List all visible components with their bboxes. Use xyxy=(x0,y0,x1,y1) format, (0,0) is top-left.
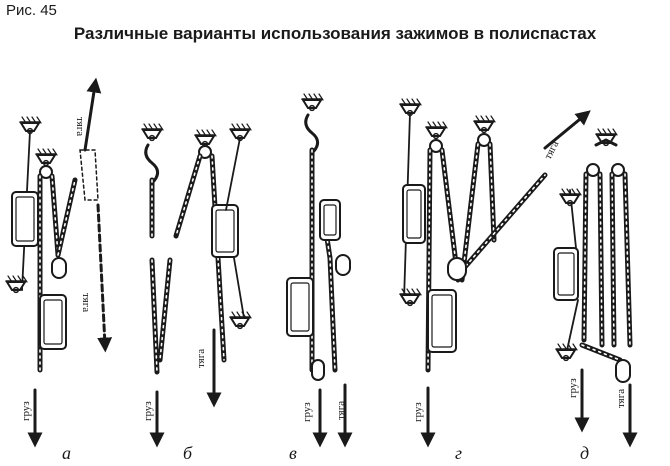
carabiner-v xyxy=(311,359,325,381)
knot-b xyxy=(144,143,159,183)
anchor-a1 xyxy=(19,122,41,132)
clamp-g1 xyxy=(402,184,426,244)
label-load-b: груз xyxy=(142,401,154,421)
hook-d xyxy=(594,138,618,147)
anchor-g3 xyxy=(473,121,495,131)
label-pull-b: тяга xyxy=(195,349,207,368)
carabiner-v2 xyxy=(335,254,351,276)
svg-text:груз: груз xyxy=(412,402,424,422)
svg-text:тяга: тяга xyxy=(195,349,207,368)
label-load-v: груз xyxy=(301,402,313,422)
label-load-g: груз xyxy=(412,402,424,422)
label-load-d: груз xyxy=(567,378,579,398)
anchor-g2 xyxy=(425,127,447,137)
clamp-b xyxy=(211,204,239,258)
anchor-a2 xyxy=(35,154,57,164)
svg-text:груз: груз xyxy=(142,401,154,421)
svg-text:тяга: тяга xyxy=(80,293,92,312)
label-pull-a1: тяга xyxy=(74,117,86,136)
anchor-b3 xyxy=(229,129,251,139)
svg-text:тяга: тяга xyxy=(542,139,561,162)
anchor-b4 xyxy=(229,317,251,327)
svg-text:тяга: тяга xyxy=(615,389,627,408)
figure-number: Рис. 45 xyxy=(6,2,57,19)
label-pull-a2: тяга xyxy=(80,293,92,312)
knot-v xyxy=(304,113,319,153)
anchor-d2 xyxy=(559,194,581,204)
panel-letter-b: б xyxy=(183,443,193,463)
pulley-g2 xyxy=(477,133,491,147)
svg-text:груз: груз xyxy=(301,402,313,422)
clamp-a2 xyxy=(39,294,67,350)
label-pull-v: тяга xyxy=(335,401,347,420)
clamp-v1 xyxy=(319,199,341,241)
svg-text:груз: груз xyxy=(567,378,579,398)
pulley-d2 xyxy=(611,163,625,177)
panel-letter-a: а xyxy=(62,443,71,463)
svg-text:груз: груз xyxy=(20,401,32,421)
clamp-a1 xyxy=(11,191,39,247)
svg-text:тяга: тяга xyxy=(335,401,347,420)
pull-arrow-a2 xyxy=(96,203,113,353)
carabiner-a xyxy=(51,257,67,279)
anchor-a3 xyxy=(5,281,27,291)
panel-letter-g: г xyxy=(455,443,462,463)
label-load-a: груз xyxy=(20,401,32,421)
anchor-v1 xyxy=(301,99,323,109)
clamp-v2 xyxy=(286,277,314,337)
panel-letter-d: д xyxy=(580,443,589,463)
label-pull-g: тяга xyxy=(542,139,561,162)
anchor-g1 xyxy=(399,104,421,114)
anchor-g4 xyxy=(399,294,421,304)
anchor-b2 xyxy=(194,135,216,145)
figure-title: Различные варианты использования зажимов… xyxy=(73,24,597,43)
anchor-b1 xyxy=(141,129,163,139)
pulley-g1 xyxy=(429,139,443,153)
pulley-d1 xyxy=(586,163,600,177)
pull-arrow-g xyxy=(543,110,591,150)
pulley-a xyxy=(39,165,53,179)
carabiner-g xyxy=(447,257,467,281)
clamp-g2 xyxy=(427,289,457,353)
panel-letter-v: в xyxy=(289,443,297,463)
svg-text:тяга: тяга xyxy=(74,117,86,136)
label-pull-d: тяга xyxy=(615,389,627,408)
clamp-d xyxy=(553,247,579,301)
ghost-clamp-a xyxy=(79,149,99,201)
carabiner-d xyxy=(615,359,631,383)
pull-arrow-a1 xyxy=(83,77,102,152)
anchor-d3 xyxy=(555,349,577,359)
